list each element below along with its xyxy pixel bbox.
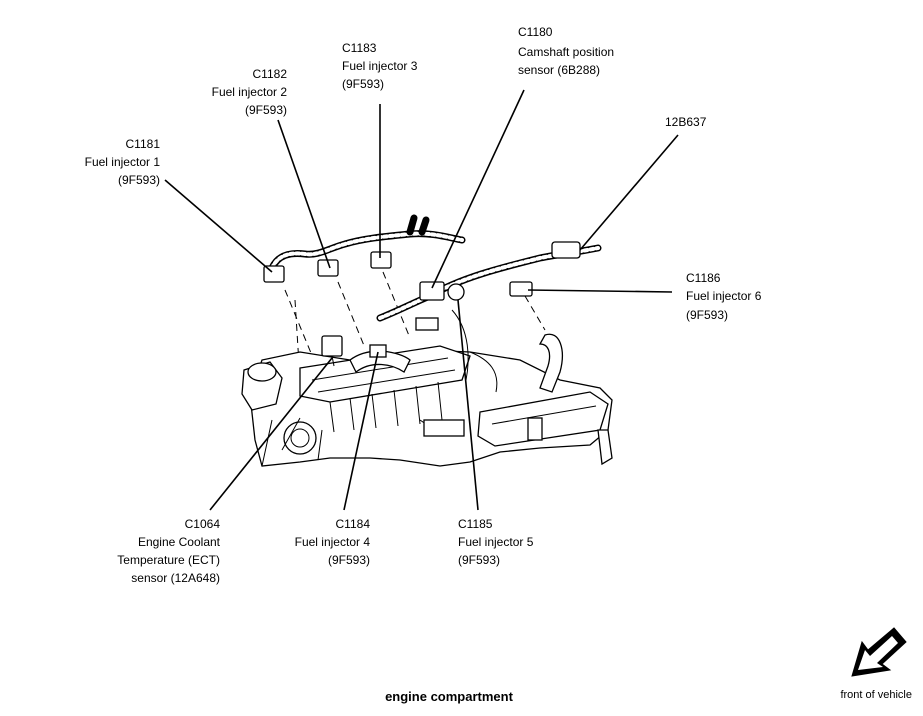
leader-12b637 (579, 134, 679, 251)
callout-c1186: C1186 Fuel injector 6 (9F593) (686, 271, 762, 322)
callout-code: C1184 (336, 517, 371, 531)
callout-name-line-2: sensor (6B288) (518, 63, 600, 77)
callout-c1064: C1064 Engine Coolant Temperature (ECT) s… (117, 517, 220, 585)
callout-c1181: C1181 Fuel injector 1 (9F593) (85, 137, 161, 187)
callout-code: 12B637 (665, 115, 707, 129)
callout-part: (9F593) (118, 173, 160, 187)
callout-code: C1064 (185, 517, 221, 531)
leader-c1184 (343, 351, 379, 511)
leader-c1181 (164, 179, 273, 273)
front-of-vehicle-indicator: front of vehicle (840, 627, 912, 701)
callout-code: C1186 (686, 271, 721, 285)
callout-12b637: 12B637 (665, 115, 707, 129)
callout-c1180: C1180 Camshaft position sensor (6B288) (518, 25, 614, 77)
callout-part: (9F593) (245, 103, 287, 117)
callout-code: C1185 (458, 517, 493, 531)
callout-part: (9F593) (686, 308, 728, 322)
callout-code: C1180 (518, 25, 553, 39)
engine-illustration (241, 271, 613, 467)
callout-name: Fuel injector 2 (212, 85, 288, 99)
callout-name-line-2: Temperature (ECT) (117, 553, 220, 567)
callout-c1183: C1183 Fuel injector 3 (9F593) (342, 41, 418, 91)
callout-name: Engine Coolant (138, 535, 221, 549)
callout-name: Camshaft position (518, 45, 614, 59)
callout-name: Fuel injector 4 (295, 535, 371, 549)
callout-c1184: C1184 Fuel injector 4 (9F593) (295, 517, 371, 567)
wiring-harness-12b637 (263, 214, 602, 322)
callout-c1185: C1185 Fuel injector 5 (9F593) (458, 517, 534, 567)
leader-c1180 (431, 89, 525, 289)
front-of-vehicle-label: front of vehicle (840, 689, 912, 701)
leader-c1064 (209, 357, 333, 511)
callout-part: (9F593) (342, 77, 384, 91)
callout-c1182: C1182 Fuel injector 2 (9F593) (212, 67, 288, 117)
callout-part: (9F593) (458, 553, 500, 567)
callout-name-line-3: sensor (12A648) (131, 571, 220, 585)
callout-code: C1183 (342, 41, 377, 55)
callout-code: C1182 (253, 67, 288, 81)
callout-name: Fuel injector 1 (85, 155, 161, 169)
leader-lines (164, 89, 679, 511)
callout-part: (9F593) (328, 553, 370, 567)
callout-name: Fuel injector 6 (686, 289, 762, 303)
diagram-caption: engine compartment (385, 689, 514, 704)
arrow-icon (851, 627, 907, 677)
callout-name: Fuel injector 3 (342, 59, 418, 73)
leader-c1185 (457, 299, 479, 511)
callout-name: Fuel injector 5 (458, 535, 534, 549)
callout-code: C1181 (126, 137, 161, 151)
leader-c1182 (277, 119, 331, 269)
leader-c1186 (527, 289, 673, 293)
